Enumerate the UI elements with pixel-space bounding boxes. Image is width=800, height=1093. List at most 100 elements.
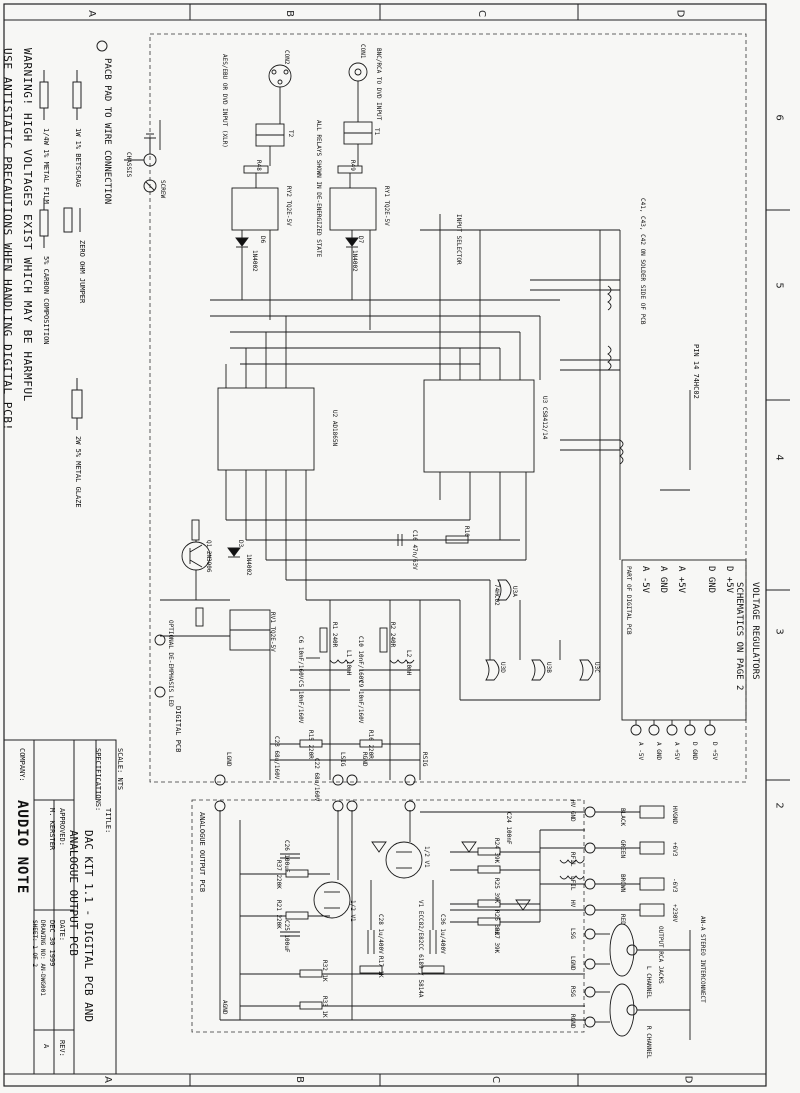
sheet-frame	[3, 3, 790, 1087]
digital-wiring	[124, 62, 747, 812]
title-block-spec-label: SPECIFICATIONS:	[94, 748, 102, 812]
metal-glaze-resistor-icon	[71, 389, 83, 419]
title-block-company-label: COMPANY:	[18, 748, 26, 782]
label-part-of-digital: PART OF DIGITAL PCB	[625, 566, 632, 635]
label-d7: D7	[357, 236, 364, 244]
label-schematics-page2: SCHEMATICS ON PAGE 2	[734, 582, 744, 691]
legend-chassis-label: CHASSIS	[125, 152, 132, 178]
legend-metal-glaze-label: 2W 5% METAL GLAZE	[74, 436, 82, 508]
label-u3a-part: 74HC02	[493, 584, 500, 606]
legend-pad-label: PACB PAD TO WIRE CONNECTION	[102, 58, 112, 205]
border-letter-b-bottom: B	[293, 1076, 305, 1083]
label-r27: R27 39K	[493, 928, 500, 954]
label-rfil: RFIL	[569, 852, 576, 867]
relay-ry1	[329, 187, 377, 231]
label-r16: R16 220R	[367, 730, 374, 759]
label-c10: C10 10nF/160V	[357, 636, 364, 683]
voltage-regulator-block	[621, 559, 747, 721]
resistor-r33-dig	[191, 519, 200, 541]
legend-symbols	[39, 40, 157, 430]
nor-gate-u3b	[531, 659, 546, 681]
label-c16: C16 47n/63V	[411, 530, 418, 570]
label-r25: R25 39K	[493, 878, 500, 904]
pcb-outlines	[149, 33, 747, 1033]
label-u3a: U3A	[511, 586, 518, 597]
label-agnd-analogue: AGND	[221, 1000, 228, 1015]
digital-pcb-outline	[149, 33, 747, 783]
screw-icon	[143, 179, 157, 193]
label-r48: R48	[255, 160, 262, 171]
label-c5: C5 10nF/160V	[297, 680, 304, 724]
label-q1: Q1 2N3906	[205, 540, 212, 573]
legend-metal-film-label: 1/4W 1% METAL FILM	[42, 128, 50, 204]
label-c36: C36 1u/400V	[439, 914, 446, 954]
label-t2: T2	[287, 130, 294, 138]
label-plus230-wire: +230V	[671, 904, 678, 923]
title-block-date-label: DATE:	[58, 920, 66, 942]
label-t1: T1	[373, 128, 380, 136]
minus63-wire-tab	[639, 877, 665, 891]
border-number-4: 4	[773, 454, 785, 461]
label-con1-desc: BNC/RCA TO DVD INPUT	[375, 48, 382, 121]
carbon-resistor-icon	[39, 209, 49, 237]
label-r37: R37 220K	[275, 860, 282, 889]
label-stereo-interconnect: AN-A STEREO INTERCONNECT	[699, 916, 706, 1003]
warning-high-voltage: WARNING! HIGH VOLTAGES EXIST WHICH MAY B…	[21, 48, 34, 402]
title-block-rev: A	[42, 1044, 50, 1049]
label-rgnd: RGND	[361, 752, 368, 767]
nor-gate-u3c	[579, 659, 594, 681]
label-rgd: RGND	[569, 1014, 576, 1029]
label-hvgnd-pad: HV GND	[569, 800, 576, 822]
ic-u2-ad1865	[217, 387, 315, 471]
relay-ry2	[231, 187, 279, 231]
label-plus63-wire: +6V3	[671, 842, 678, 857]
border-letter-a-bottom: A	[101, 1076, 113, 1083]
label-r-channel: R CHANNEL	[645, 1026, 652, 1059]
pad-label-agnd: A GND	[655, 742, 662, 761]
label-d6: D6	[259, 236, 266, 244]
border-number-3: 3	[773, 628, 785, 635]
label-rsg: RSG	[569, 986, 576, 997]
label-d7-val: 1N4002	[351, 250, 358, 272]
border-letter-c-bottom: C	[489, 1076, 501, 1083]
border-letter-c-top: C	[475, 10, 487, 17]
title-block-scale: SCALE: NTS	[116, 748, 124, 791]
title-block-title-label: TITLE:	[104, 808, 112, 834]
label-pin14: PIN 14 74HC02	[692, 344, 700, 399]
border-number-5: 5	[773, 282, 785, 289]
diode-d3	[227, 547, 241, 557]
label-relay-ry2: RY2 TQ2E-5V	[285, 186, 292, 226]
title-block-rev-label: REV:	[58, 1040, 66, 1057]
label-black-wire: BLACK	[619, 808, 626, 827]
label-l1: L1 10mH	[345, 650, 352, 676]
border-letter-a-top: A	[85, 10, 97, 17]
hvgnd-wire-tab	[639, 805, 665, 819]
nor-gate-u3d	[485, 659, 500, 681]
label-d6-val: 1N4002	[251, 250, 258, 272]
legend-screw-label: SCREW	[159, 180, 166, 199]
label-r32: R32 1K	[321, 960, 328, 982]
label-c23: C23 68u/160V	[273, 736, 280, 780]
label-d3-val: 1N4002	[245, 554, 252, 576]
bnc-input-connector	[348, 62, 368, 82]
label-output-rca: OUTPUT RCA JACKS	[657, 926, 664, 984]
label-red-wire: RED	[619, 914, 626, 925]
title-block-title: DAC KIT 1.1 - DIGITAL PCB AND ANALOGUE O…	[67, 830, 95, 1023]
border-number-2: 2	[773, 802, 785, 809]
pad-label-dgnd: D GND	[691, 742, 698, 761]
label-u2: U2 AD1865N	[331, 410, 338, 447]
label-r21: R21 220K	[275, 900, 282, 929]
warning-antistatic: USE ANTISTATIC PRECAUTIONS WHEN HANDLING…	[1, 48, 14, 431]
label-r2: R2 240R	[389, 622, 396, 648]
label-r17: R17 1K	[377, 956, 384, 978]
title-block-approved-label: APPROVED:	[58, 808, 66, 846]
label-d-gnd: D GND	[706, 566, 716, 594]
border-number-6: 6	[773, 114, 785, 121]
label-lgd: LGND	[569, 956, 576, 971]
resistor-metal-film-icon	[39, 81, 49, 109]
pad-label-am5: A -5V	[637, 742, 644, 761]
label-con2-desc: AES/EBU OR DVD INPUT (XLR)	[221, 54, 228, 148]
label-c24: C24 100nF	[505, 812, 512, 845]
title-block-sheet: SHEET: 1 OF 2	[31, 920, 38, 967]
